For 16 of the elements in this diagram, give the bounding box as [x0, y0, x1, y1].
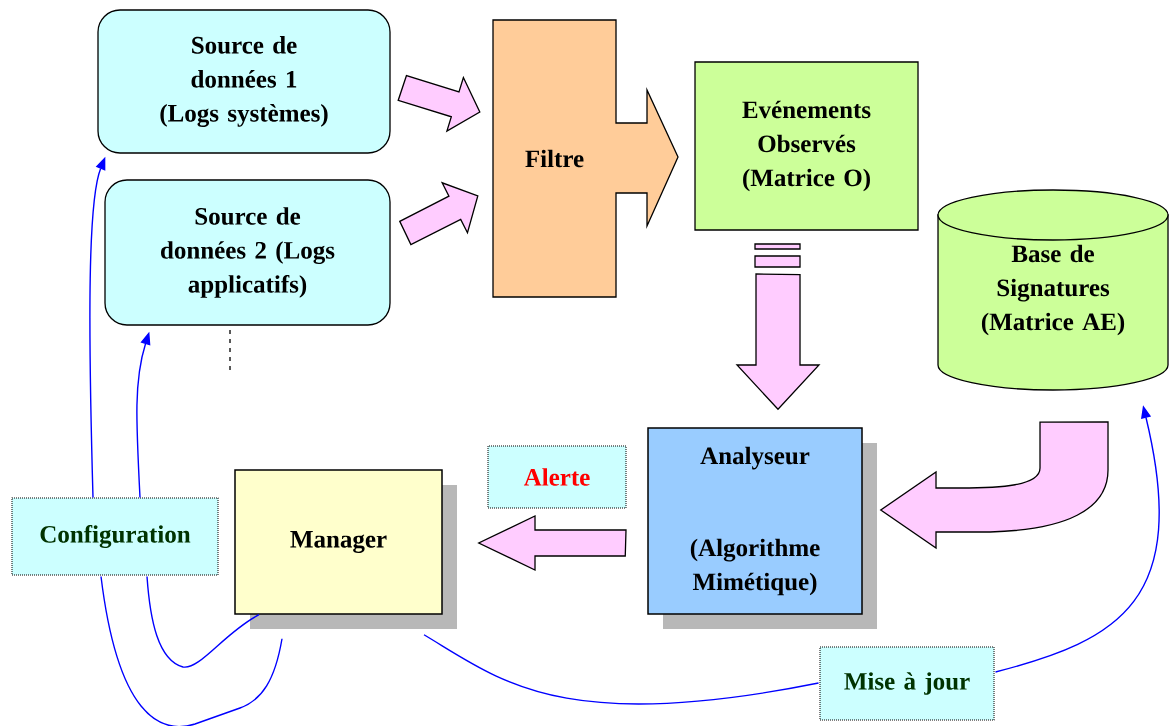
process-box: Analyseur (Algorithme Mimétique) — [647, 427, 877, 629]
source-box: Source de données 2 (Logs applicatifs) — [104, 179, 391, 326]
curved-line — [100, 575, 283, 726]
block-arrow — [880, 421, 1109, 549]
block-arrow — [477, 514, 627, 572]
dotted-label-box: Configuration — [11, 497, 219, 576]
block-arrow — [397, 74, 481, 133]
dotted-label-box: Alerte — [487, 445, 627, 509]
block-arrow — [735, 243, 821, 411]
curved-line — [146, 575, 260, 668]
source-box: Source de données 1 (Logs systèmes) — [97, 9, 391, 154]
process-box: Manager — [234, 469, 457, 629]
events-box: Evénements Observés (Matrice O) — [694, 61, 919, 231]
curved-line — [423, 634, 820, 705]
dotted-label-box: Mise à jour — [819, 646, 995, 721]
database-cylinder: Base de Signatures (Matrice AE) — [937, 189, 1169, 391]
